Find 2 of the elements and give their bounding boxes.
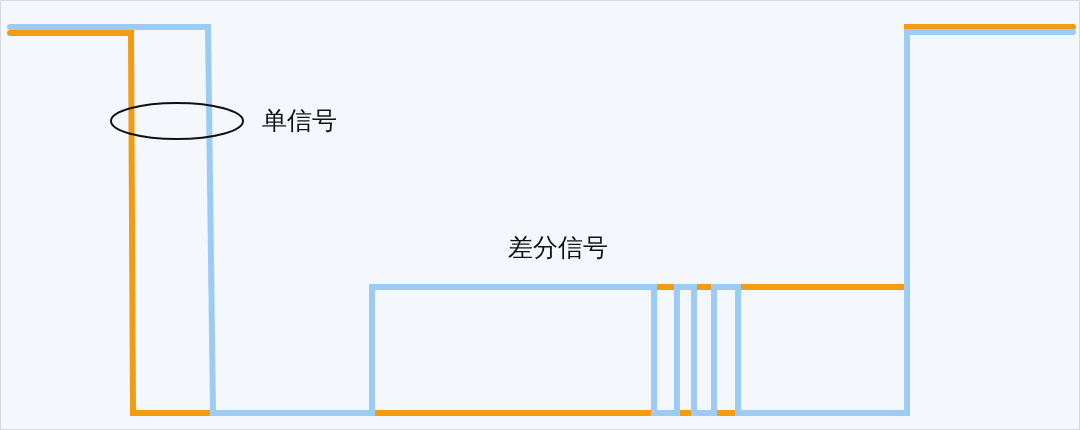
text-label: 单信号: [262, 107, 337, 135]
text-label: 差分信号: [508, 234, 608, 262]
